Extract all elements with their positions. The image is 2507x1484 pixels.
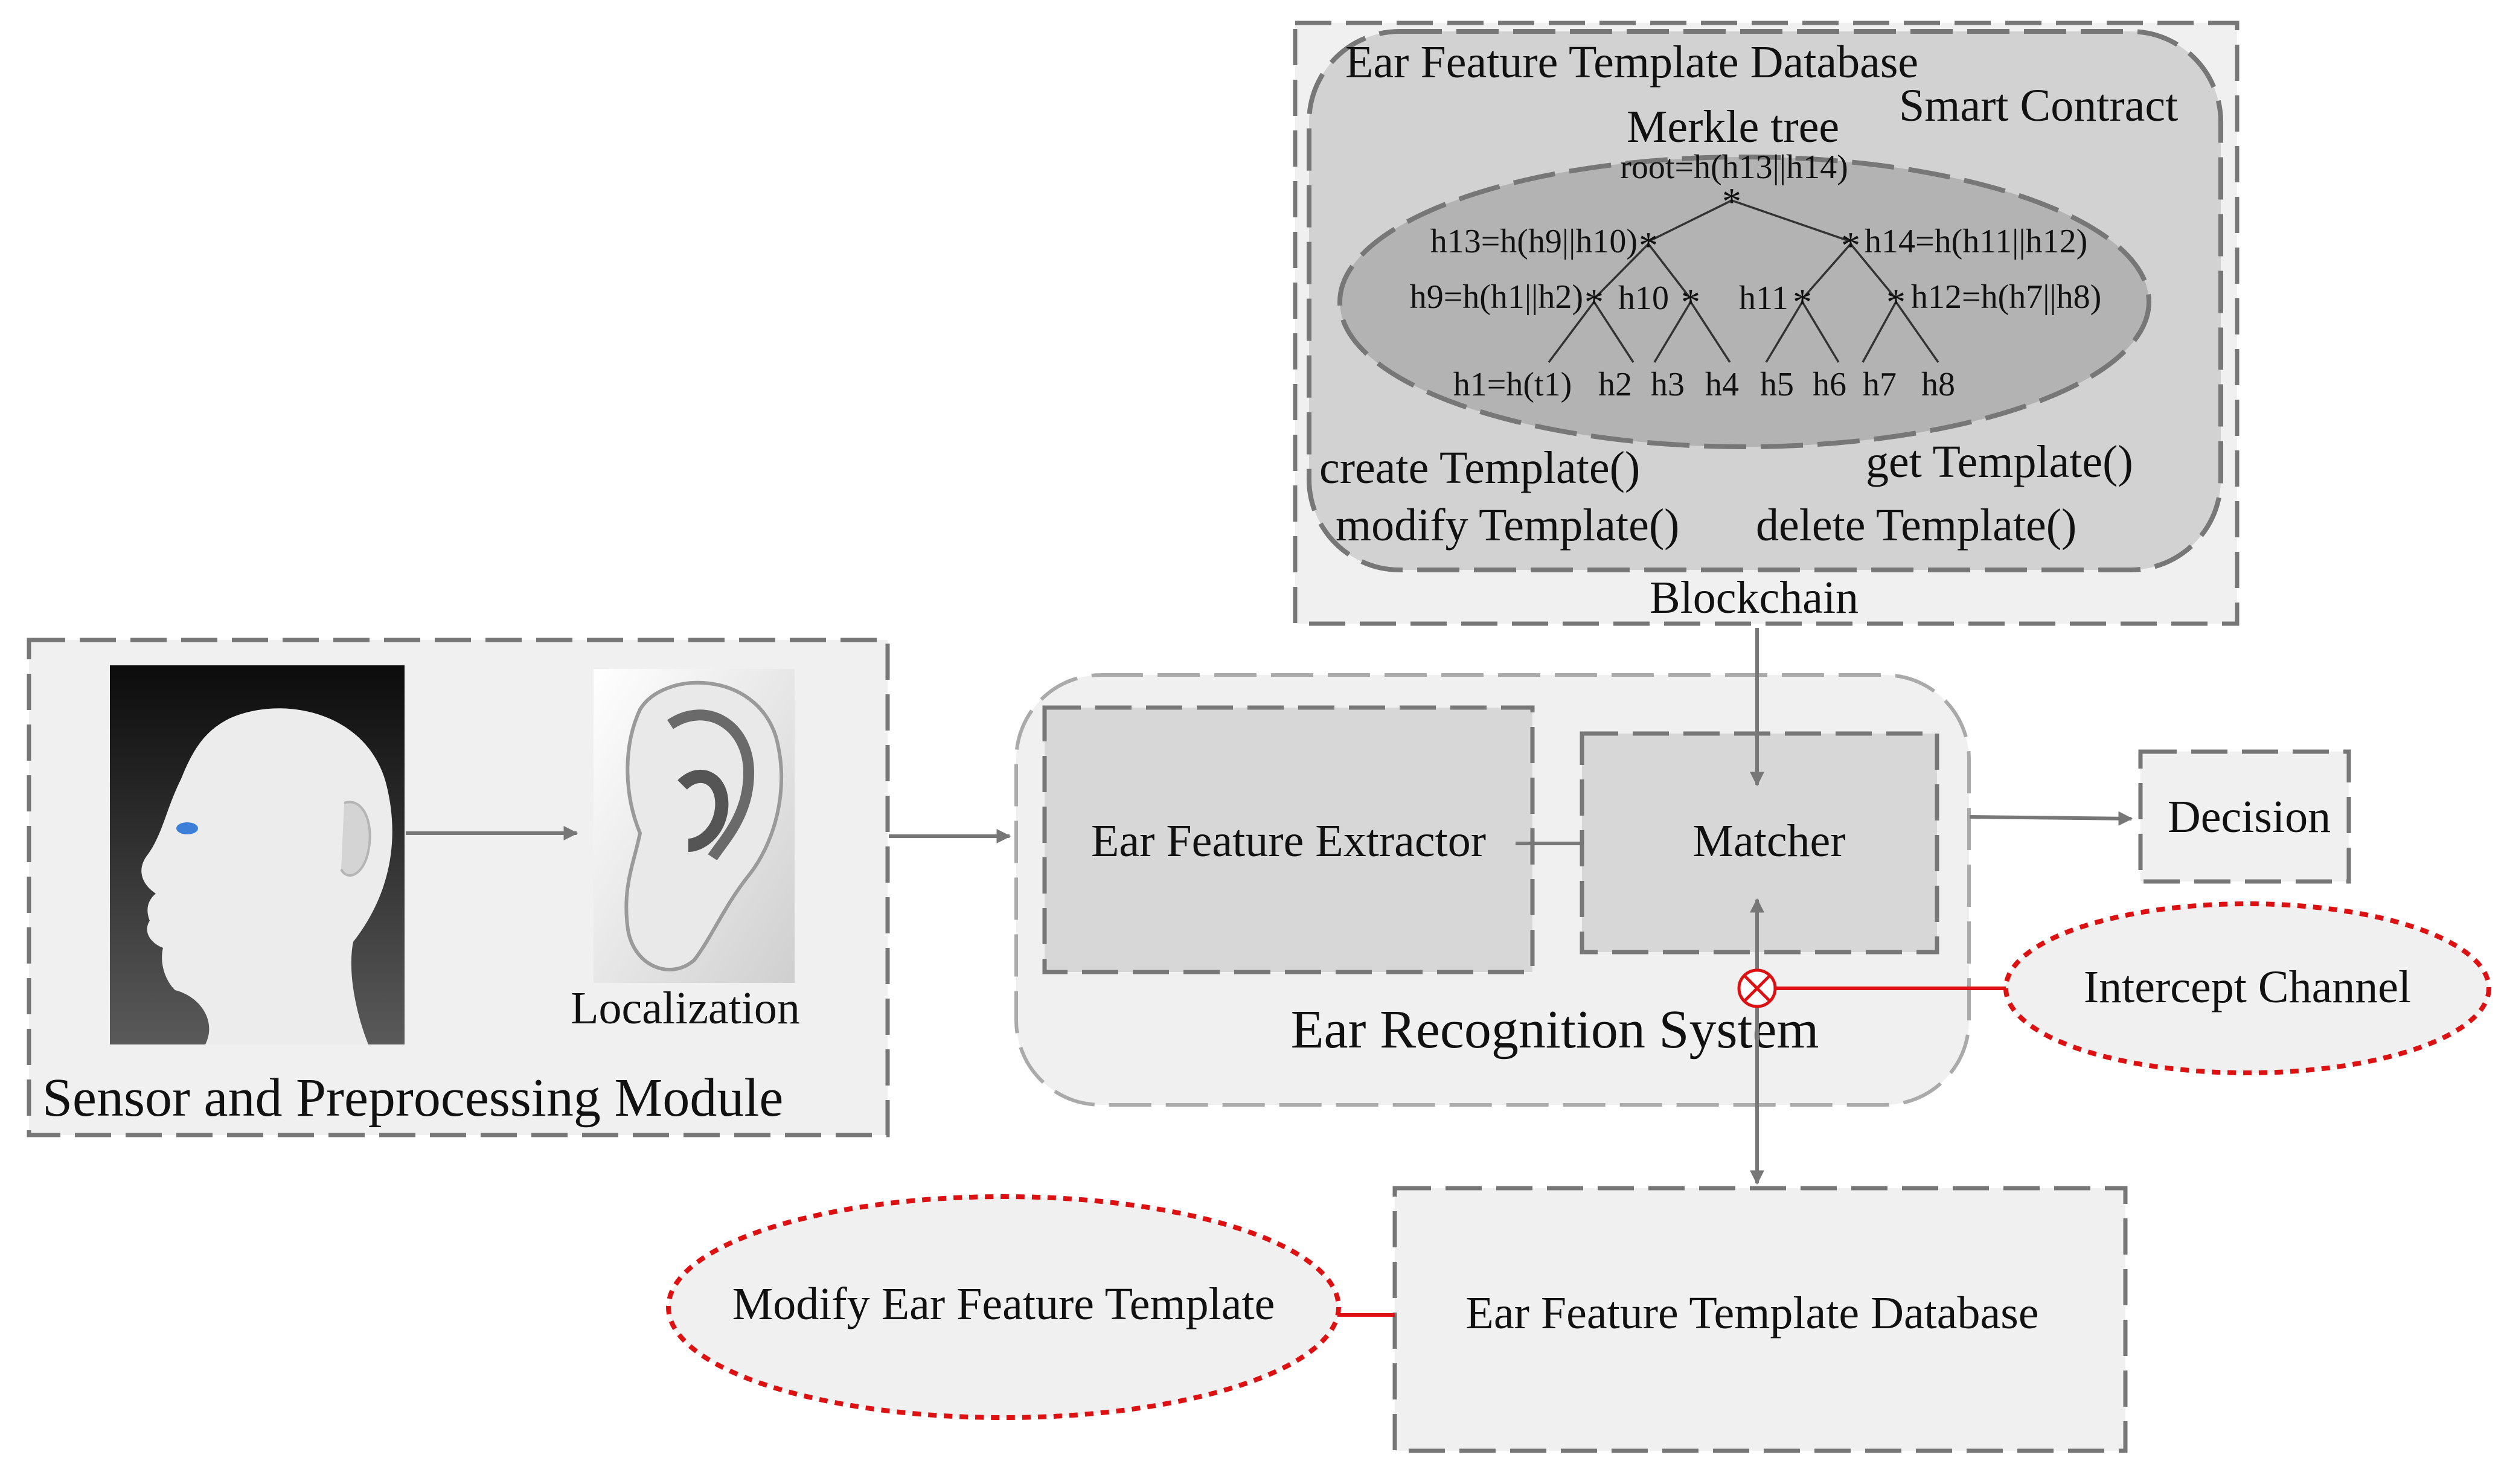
decision-box — [2138, 749, 2351, 884]
intercept-channel-ellipse — [2003, 901, 2491, 1075]
node-h9: h9=h(h1||h2) — [1410, 278, 1583, 316]
modify-template-label: Modify Ear Feature Template — [732, 1279, 1275, 1329]
merkle-node-markers: * * * * * * * — [1584, 180, 1906, 324]
feature-extractor-box — [1042, 705, 1535, 974]
localization-label: Localization — [571, 983, 800, 1034]
leaf-h8: h8 — [1921, 366, 1955, 403]
template-database-box — [1392, 1186, 2128, 1453]
recognition-system-title: Ear Recognition System — [1291, 1000, 1819, 1060]
leaf-h1: h1=h(t1) — [1453, 366, 1572, 403]
merkle-root: root=h(h13||h14) — [1620, 149, 1848, 186]
modify-template-ellipse — [666, 1194, 1341, 1420]
svg-text:*: * — [1681, 281, 1700, 324]
merkle-tree-ellipse — [1337, 155, 2151, 449]
intercept-channel-label: Intercept Channel — [2084, 962, 2411, 1012]
db-title: Ear Feature Template Database — [1345, 37, 1918, 88]
modify-attack: Modify Ear Feature Template — [666, 1194, 1395, 1420]
decision-label: Decision — [2168, 792, 2331, 842]
leaf-h3: h3 — [1651, 366, 1685, 403]
template-database: Ear Feature Template Database — [1392, 1186, 2128, 1453]
leaf-h7: h7 — [1863, 366, 1897, 403]
ear-image — [594, 669, 795, 983]
leaf-h4: h4 — [1705, 366, 1739, 403]
blockchain-label: Blockchain — [1650, 572, 1859, 623]
fn-delete-template: delete Template() — [1756, 500, 2076, 551]
smart-contract-label: Smart Contract — [1899, 80, 2178, 131]
decision-node: Decision — [2138, 749, 2351, 884]
blockchain-module: Ear Feature Template Database Smart Cont… — [1293, 21, 2240, 626]
matcher-to-decision-arrow — [1969, 811, 2133, 826]
leaf-h5: h5 — [1760, 366, 1794, 403]
template-database-label: Ear Feature Template Database — [1465, 1288, 2038, 1338]
svg-text:*: * — [1793, 281, 1812, 324]
matcher-box — [1580, 731, 1939, 955]
svg-text:*: * — [1639, 224, 1658, 267]
leaf-h6: h6 — [1813, 366, 1846, 403]
head-image — [110, 665, 405, 1044]
intercept-attack: Intercept Channel — [1737, 901, 2491, 1075]
node-h14: h14=h(h11||h12) — [1865, 223, 2087, 260]
merkle-title: Merkle tree — [1627, 101, 1839, 152]
node-h11: h11 — [1739, 280, 1788, 317]
recognition-system: Ear Feature Extractor Matcher Ear Recogn… — [1014, 673, 1971, 1107]
leaf-h2: h2 — [1598, 366, 1632, 403]
fn-get-template: get Template() — [1866, 437, 2133, 487]
svg-text:*: * — [1584, 281, 1604, 324]
sensor-module: Localization Sensor and Preprocessing Mo… — [27, 638, 890, 1137]
svg-text:*: * — [1722, 180, 1741, 223]
node-h12: h12=h(h7||h8) — [1911, 278, 2101, 316]
feature-extractor-label: Ear Feature Extractor — [1091, 816, 1486, 866]
svg-text:*: * — [1886, 281, 1906, 324]
fn-modify-template: modify Template() — [1336, 500, 1679, 551]
node-h10: h10 — [1618, 280, 1669, 317]
intercept-cross-icon — [1737, 968, 1777, 1008]
fn-create-template: create Template() — [1319, 443, 1640, 493]
merkle-tree-edges — [1548, 199, 1939, 363]
sensor-module-title: Sensor and Preprocessing Module — [42, 1068, 783, 1128]
matcher-label: Matcher — [1692, 816, 1845, 866]
merkle-leaves: h1=h(t1) h2 h3 h4 h5 h6 h7 h8 — [1453, 366, 1955, 403]
svg-text:*: * — [1841, 224, 1860, 267]
node-h13: h13=h(h9||h10) — [1430, 223, 1638, 260]
